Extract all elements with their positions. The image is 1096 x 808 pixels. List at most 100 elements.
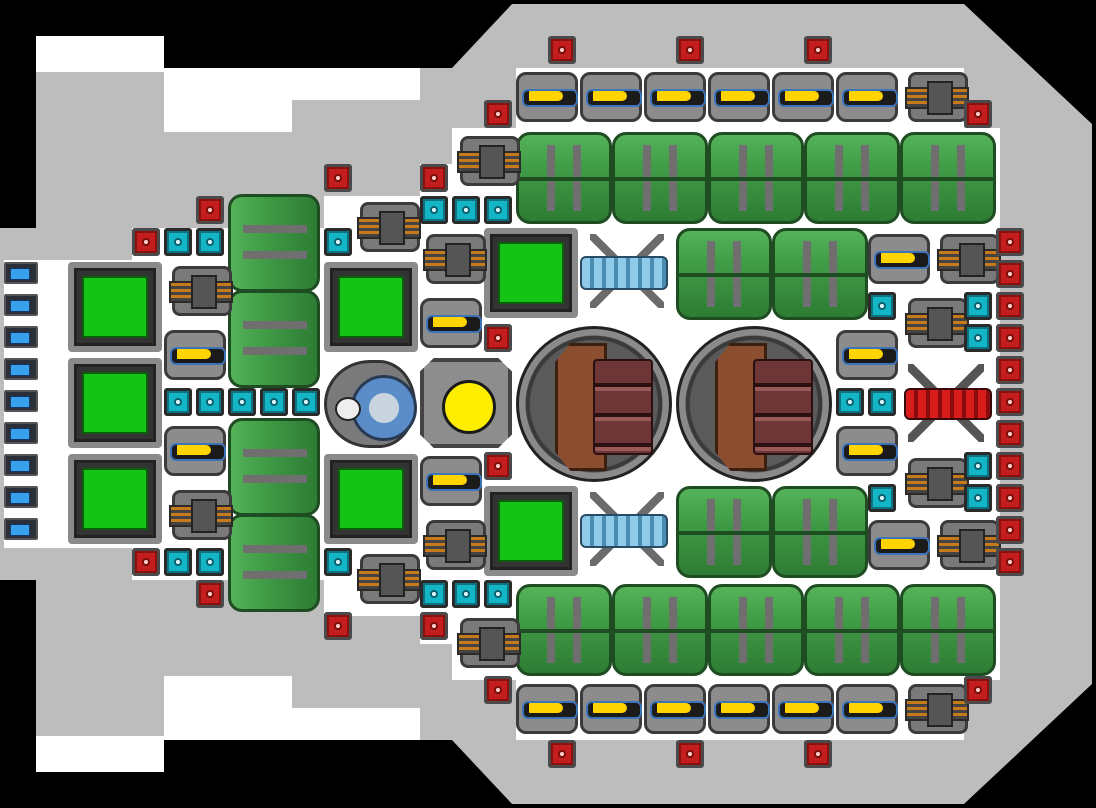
- shield-block: [324, 548, 352, 576]
- yellow-turret: [708, 684, 770, 734]
- armor-block: [548, 36, 576, 64]
- gatling-turret: [905, 458, 969, 508]
- yellow-turret: [164, 330, 226, 380]
- storage-module: [228, 418, 320, 516]
- armor-block: [484, 452, 512, 480]
- armor-block: [196, 580, 224, 608]
- armor-block: [676, 740, 704, 768]
- armor-block: [996, 388, 1024, 416]
- gatling-turret: [169, 490, 233, 540]
- hull-step: [36, 736, 164, 772]
- gatling-turret: [905, 684, 969, 734]
- shield-block: [484, 196, 512, 224]
- armor-block: [484, 324, 512, 352]
- yellow-turret: [868, 520, 930, 570]
- shield-block: [420, 196, 448, 224]
- yellow-turret: [420, 298, 482, 348]
- thruster-cell: [4, 326, 38, 348]
- shield-block: [260, 388, 288, 416]
- gatling-turret: [357, 202, 421, 252]
- yellow-turret: [708, 72, 770, 122]
- thruster-cell: [4, 422, 38, 444]
- yellow-turret: [836, 426, 898, 476]
- hull-step: [164, 708, 420, 740]
- gatling-turret: [905, 298, 969, 348]
- shield-block: [420, 580, 448, 608]
- cockpit-dome: [324, 360, 417, 448]
- yellow-turret: [516, 684, 578, 734]
- shield-block: [868, 292, 896, 320]
- armor-block: [996, 516, 1024, 544]
- shield-block: [164, 388, 192, 416]
- armor-block: [996, 548, 1024, 576]
- shield-block: [292, 388, 320, 416]
- armor-block: [324, 612, 352, 640]
- storage-module: [676, 486, 772, 578]
- gatling-turret: [169, 266, 233, 316]
- armor-block: [996, 420, 1024, 448]
- green-room: [484, 228, 578, 318]
- armor-block: [996, 228, 1024, 256]
- armor-block: [420, 612, 448, 640]
- shield-block: [964, 484, 992, 512]
- yellow-turret: [420, 456, 482, 506]
- shield-block: [164, 548, 192, 576]
- gatling-turret: [457, 618, 521, 668]
- shield-block: [484, 580, 512, 608]
- shield-block: [196, 228, 224, 256]
- rocket-launcher: [580, 228, 674, 314]
- yellow-turret: [644, 684, 706, 734]
- shield-block: [964, 292, 992, 320]
- armor-block: [196, 196, 224, 224]
- storage-module: [228, 290, 320, 388]
- shield-block: [196, 548, 224, 576]
- yellow-turret: [516, 72, 578, 122]
- armor-block: [420, 164, 448, 192]
- heavy-cannon: [676, 326, 832, 482]
- yellow-turret: [836, 684, 898, 734]
- shield-block: [836, 388, 864, 416]
- shield-block: [196, 388, 224, 416]
- yellow-turret: [868, 234, 930, 284]
- yellow-turret: [164, 426, 226, 476]
- thruster-cell: [4, 390, 38, 412]
- thruster-cell: [4, 454, 38, 476]
- storage-module: [900, 584, 996, 676]
- thruster-cell: [4, 518, 38, 540]
- storage-module: [708, 132, 804, 224]
- armor-block: [996, 484, 1024, 512]
- yellow-turret: [580, 684, 642, 734]
- storage-module: [804, 584, 900, 676]
- storage-module: [612, 132, 708, 224]
- storage-module: [612, 584, 708, 676]
- hull-step: [36, 36, 164, 72]
- yellow-turret: [836, 72, 898, 122]
- gatling-turret: [457, 136, 521, 186]
- armor-block: [996, 292, 1024, 320]
- gatling-turret: [937, 520, 1001, 570]
- thruster-cell: [4, 358, 38, 380]
- hull-step: [164, 676, 292, 708]
- gatling-turret: [423, 520, 487, 570]
- armor-block: [484, 100, 512, 128]
- green-room: [68, 262, 162, 352]
- armor-block: [324, 164, 352, 192]
- laser-cannon: [900, 358, 992, 448]
- green-room: [68, 358, 162, 448]
- shield-block: [164, 228, 192, 256]
- hull-step: [164, 100, 292, 132]
- storage-module: [516, 584, 612, 676]
- shield-block: [228, 388, 256, 416]
- storage-module: [228, 194, 320, 292]
- thruster-cell: [4, 262, 38, 284]
- armor-block: [996, 356, 1024, 384]
- armor-block: [676, 36, 704, 64]
- storage-module: [228, 514, 320, 612]
- shield-block: [452, 580, 480, 608]
- thruster-cell: [4, 294, 38, 316]
- reactor-core: [420, 358, 512, 448]
- gatling-turret: [423, 234, 487, 284]
- yellow-turret: [836, 330, 898, 380]
- yellow-turret: [772, 72, 834, 122]
- armor-block: [132, 228, 160, 256]
